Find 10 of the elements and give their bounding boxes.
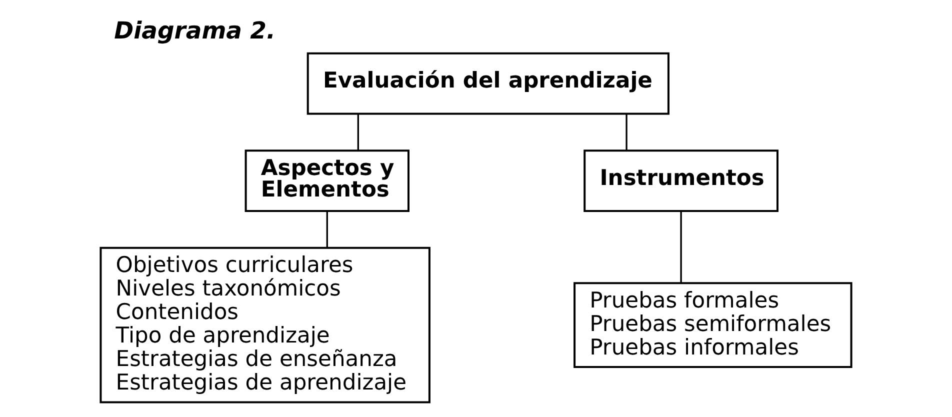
connector bbox=[357, 114, 359, 150]
diagram-title: Diagrama 2. bbox=[114, 16, 276, 45]
node-box: Instrumentos bbox=[584, 150, 778, 212]
node-box: Pruebas formales Pruebas semiformales Pruebas informales bbox=[574, 282, 852, 368]
node-box: Aspectos y Elementos bbox=[244, 150, 410, 212]
connector bbox=[626, 114, 628, 150]
connector bbox=[680, 211, 682, 284]
node-box: Evaluación del aprendizaje bbox=[306, 52, 670, 115]
node-box: Objetivos curriculares Niveles taxonómicos Contenidos Tipo de aprendizaje Estrategias de enseñanza Estrategias de aprendizaje bbox=[100, 246, 430, 404]
connector bbox=[326, 211, 328, 248]
